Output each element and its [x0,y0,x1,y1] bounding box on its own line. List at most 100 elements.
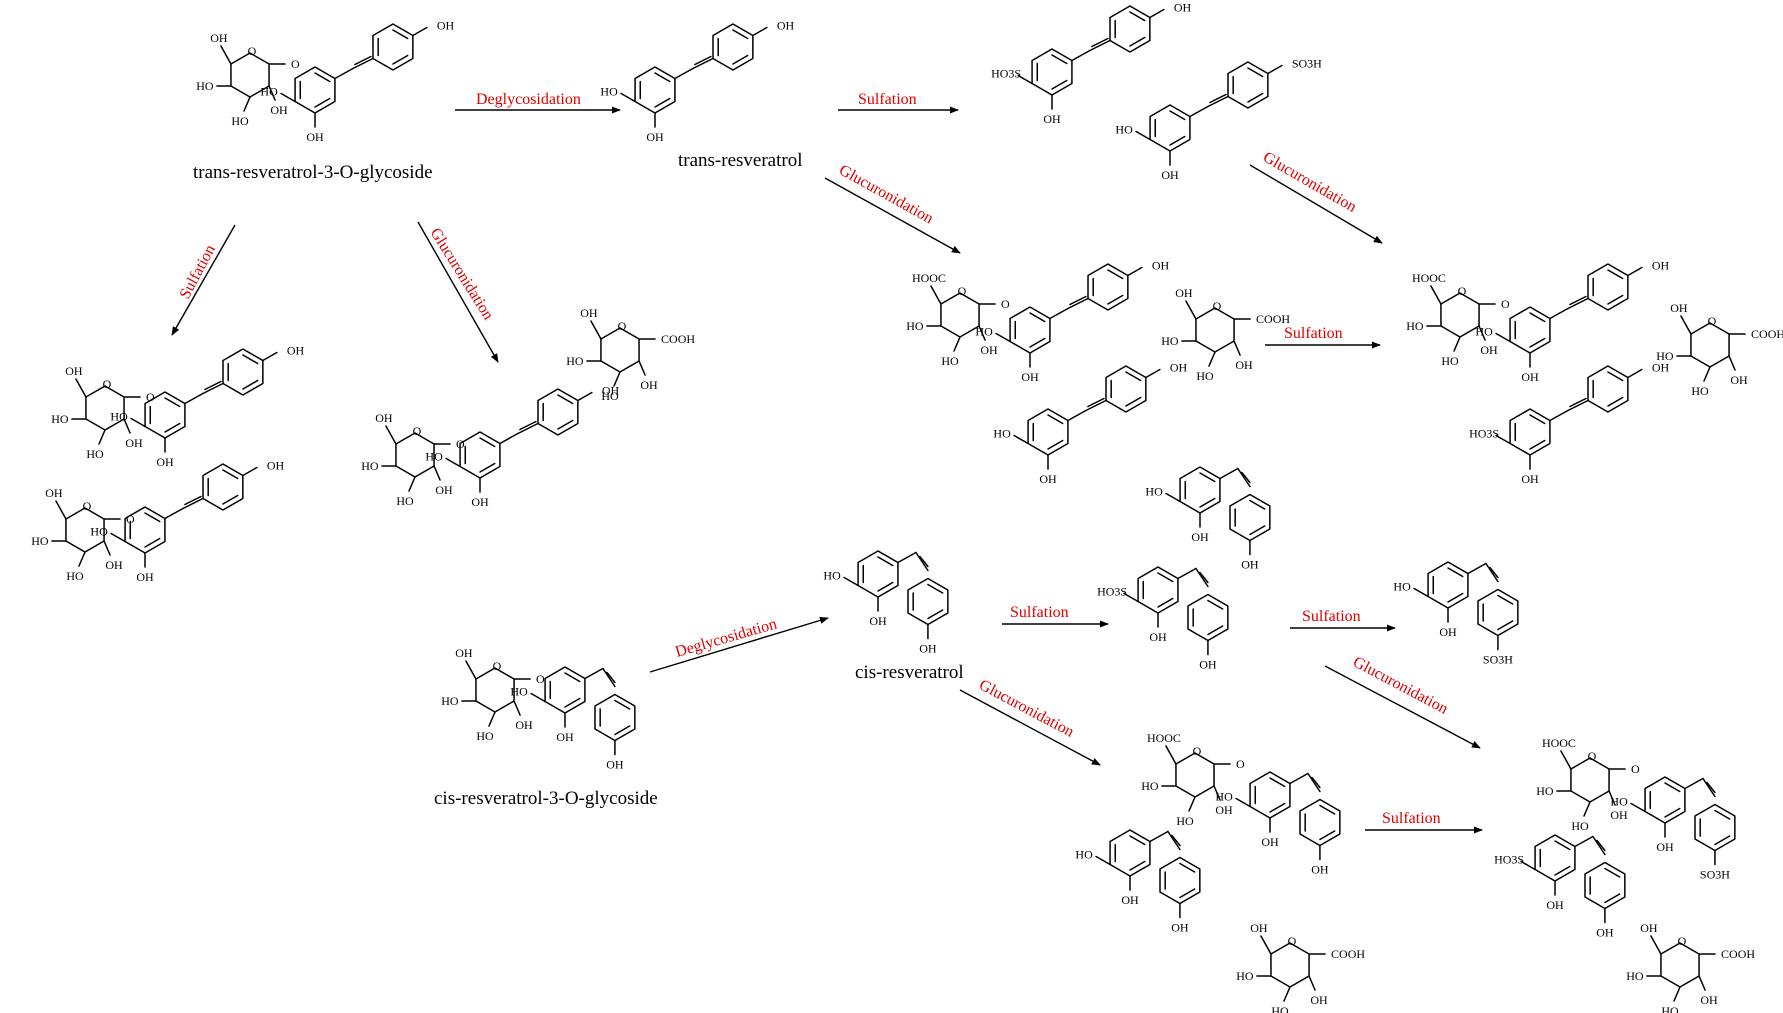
group-label: HO [566,354,584,368]
group-label: HO [1656,349,1674,363]
group-label: O [1708,314,1717,328]
group-label: COOH [1331,947,1365,961]
group-label: HO [1626,969,1644,983]
group-label: HO [31,534,49,548]
group-label: OH [156,455,174,469]
group-label: OH [1170,361,1188,375]
group-label: COOH [1721,947,1755,961]
group-label: OH [1043,112,1061,126]
group-label: O [1678,934,1687,948]
group-label: HO [823,569,841,583]
molecule-trans-resveratrol: HO OH OH [600,19,794,145]
group-label: O [493,659,502,673]
group-label: HO [396,494,414,508]
group-label: HO [1236,969,1254,983]
group-label: SO3H [1700,868,1730,882]
group-label: COOH [1256,312,1290,326]
group-label: OH [1250,921,1268,935]
reaction-label-glucuronidation: Glucuronidation [976,677,1077,741]
arrow-sulfation-trans-gly: Sulfation [171,224,236,336]
molecule-structures: HOOHOHOOHHOHOOHOHOOHOHHO3SOHOHHOOHSO3HHO… [31,1,1783,1013]
group-label: HO [1075,848,1093,862]
compound-name-trans-resveratrol: trans-resveratrol [678,150,803,171]
group-label: OH [435,483,453,497]
group-label: OH [1215,803,1233,817]
group-label: OH [1596,926,1614,940]
group-label: OH [640,378,658,392]
group-label: HOOC [912,271,946,285]
group-label: OH [1310,993,1328,1007]
group-label: OH [556,730,574,744]
group-label: HO [1196,369,1214,383]
reaction-label-sulfation: Sulfation [858,91,917,108]
group-label: O [83,499,92,513]
group-label: HO [1661,1004,1679,1013]
group-label: HO [1161,334,1179,348]
group-label: HO [600,85,618,99]
group-label: OH [1174,1,1192,15]
group-label: O [1236,757,1245,771]
group-label: HO3S [1469,427,1499,441]
group-label: HO [361,459,379,473]
group-label: OH [777,19,795,33]
group-label: OH [1700,993,1718,1007]
group-label: O [1288,934,1297,948]
arrow-sulfation-cis-gluc: Sulfation [1365,810,1483,834]
group-label: HOOC [1542,736,1576,750]
group-label: HO [601,389,619,403]
group-label: OH [580,306,598,320]
group-label: O [958,284,967,298]
group-label: OH [1199,658,1217,672]
group-label: HO [476,729,494,743]
group-label: HO [66,569,84,583]
arrow-glucuronidation-cis: Glucuronidation [959,677,1101,766]
group-label: HO3S [1494,853,1524,867]
group-label: HO [441,694,459,708]
group-label: O [146,390,155,404]
group-label: OH [1175,286,1193,300]
group-label: OH [1546,898,1564,912]
arrow-sulfation-cis: Sulfation [1002,604,1109,628]
group-label: HOOC [1412,271,1446,285]
reaction-label-glucuronidation: Glucuronidation [836,162,936,228]
group-label: OH [1610,808,1628,822]
arrow-sulfation-gluc-to-gluc-sulf: Sulfation [1265,325,1381,349]
group-label: HO [1691,384,1709,398]
group-label: OH [1670,301,1688,315]
group-label: HO [1271,1004,1289,1013]
group-label: HO [1115,123,1133,137]
group-label: OH [1311,863,1329,877]
group-label: OH [1439,625,1457,639]
group-label: OH [869,614,887,628]
reaction-label-glucuronidation: Glucuronidation [427,225,497,323]
group-label: O [1631,762,1640,776]
group-label: OH [125,436,143,450]
arrow-glucuronidation-trans-gly: Glucuronidation [417,221,499,363]
group-label: OH [1521,472,1539,486]
group-label: O [1213,299,1222,313]
group-label: O [536,672,545,686]
reaction-label-sulfation: Sulfation [1382,810,1441,827]
group-label: OH [646,130,664,144]
group-label: HO [90,525,108,539]
group-label: HO [906,319,924,333]
group-label: HO [1406,319,1424,333]
group-label: OH [1152,259,1170,273]
group-label: HO [1441,354,1459,368]
group-label: OH [136,570,154,584]
group-label: HO [231,114,249,128]
group-label: HOOC [1147,731,1181,745]
group-label: COOH [661,332,695,346]
